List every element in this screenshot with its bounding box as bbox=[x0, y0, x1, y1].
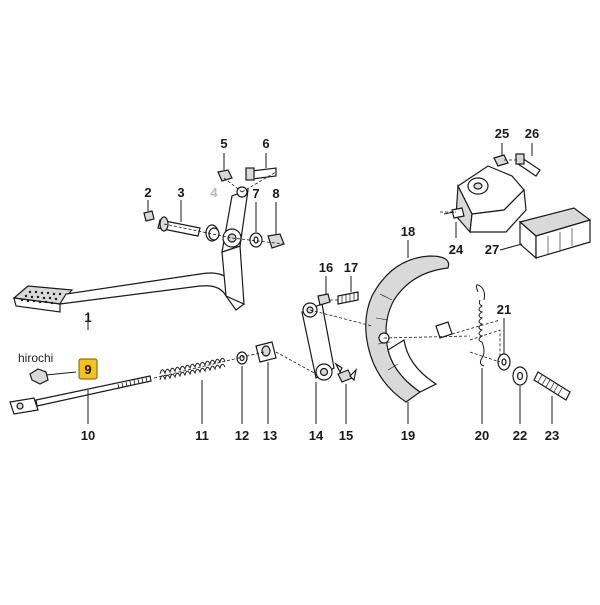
pivot-shaft-part-3[interactable] bbox=[157, 216, 219, 242]
brake-cam-lever-part-14[interactable] bbox=[301, 302, 335, 381]
return-spring-part-11[interactable] bbox=[159, 357, 226, 381]
brake-pedal-part-1[interactable] bbox=[12, 186, 249, 313]
callout-13: 13 bbox=[263, 428, 277, 443]
split-pin-part-9[interactable] bbox=[29, 368, 77, 385]
rubber-pad-part-27[interactable] bbox=[518, 207, 592, 260]
callout-24: 24 bbox=[449, 242, 464, 257]
callout-7: 7 bbox=[252, 186, 259, 201]
callout-15: 15 bbox=[339, 428, 353, 443]
bolt-part-26[interactable] bbox=[515, 153, 541, 177]
brake-rod-part-10[interactable] bbox=[9, 375, 152, 415]
callout-26: 26 bbox=[525, 126, 539, 141]
callout-12: 12 bbox=[235, 428, 249, 443]
bolt-part-17[interactable] bbox=[337, 291, 359, 305]
callout-17: 17 bbox=[344, 260, 358, 275]
callout-25: 25 bbox=[495, 126, 509, 141]
wing-nut-part-15[interactable] bbox=[334, 362, 357, 383]
leader-lines bbox=[87, 143, 553, 424]
shoe-spring-part-20[interactable] bbox=[475, 284, 485, 367]
callout-10: 10 bbox=[81, 428, 95, 443]
callout-8: 8 bbox=[272, 186, 279, 201]
washer-part-7[interactable] bbox=[249, 232, 263, 248]
nut-part-25[interactable] bbox=[493, 154, 509, 167]
callout-3: 3 bbox=[177, 185, 184, 200]
callout-16: 16 bbox=[319, 260, 333, 275]
callout-14: 14 bbox=[309, 428, 324, 443]
callout-23: 23 bbox=[545, 428, 559, 443]
brake-shoe-part-19[interactable] bbox=[365, 255, 453, 403]
callout-22: 22 bbox=[513, 428, 527, 443]
callout-1: 1 bbox=[84, 310, 91, 325]
assembly-dashed-lines bbox=[153, 159, 518, 379]
callout-5: 5 bbox=[220, 136, 227, 151]
highlighted-callout-9[interactable]: 9 bbox=[78, 358, 98, 380]
callout-9: 9 bbox=[84, 362, 91, 377]
callout-18: 18 bbox=[401, 224, 415, 239]
bolt-part-6[interactable] bbox=[245, 167, 277, 181]
callout-20: 20 bbox=[475, 428, 489, 443]
pedal-bracket-part-24[interactable] bbox=[443, 165, 527, 234]
washer-part-21[interactable] bbox=[497, 353, 511, 371]
callout-2: 2 bbox=[144, 185, 151, 200]
washer-part-12[interactable] bbox=[236, 351, 248, 365]
nut-part-16[interactable] bbox=[317, 293, 331, 306]
brake-cam-part-23[interactable] bbox=[533, 371, 571, 401]
callout-21: 21 bbox=[497, 302, 511, 317]
callout-27: 27 bbox=[485, 242, 499, 257]
grease-nipple-part-2[interactable] bbox=[143, 204, 155, 222]
watermark-text: hirochi bbox=[18, 351, 53, 365]
callout-11: 11 bbox=[195, 428, 209, 443]
callout-6: 6 bbox=[262, 136, 269, 151]
nut-part-8[interactable] bbox=[267, 233, 285, 249]
nut-part-5[interactable] bbox=[217, 169, 233, 182]
washer-part-22[interactable] bbox=[512, 366, 528, 386]
callout-4: 4 bbox=[210, 185, 218, 200]
callout-labels: 1 2 3 4 5 6 7 8 9 10 11 12 13 14 15 16 1… bbox=[78, 126, 559, 443]
trunnion-part-13[interactable] bbox=[255, 341, 277, 363]
callout-19: 19 bbox=[401, 428, 415, 443]
